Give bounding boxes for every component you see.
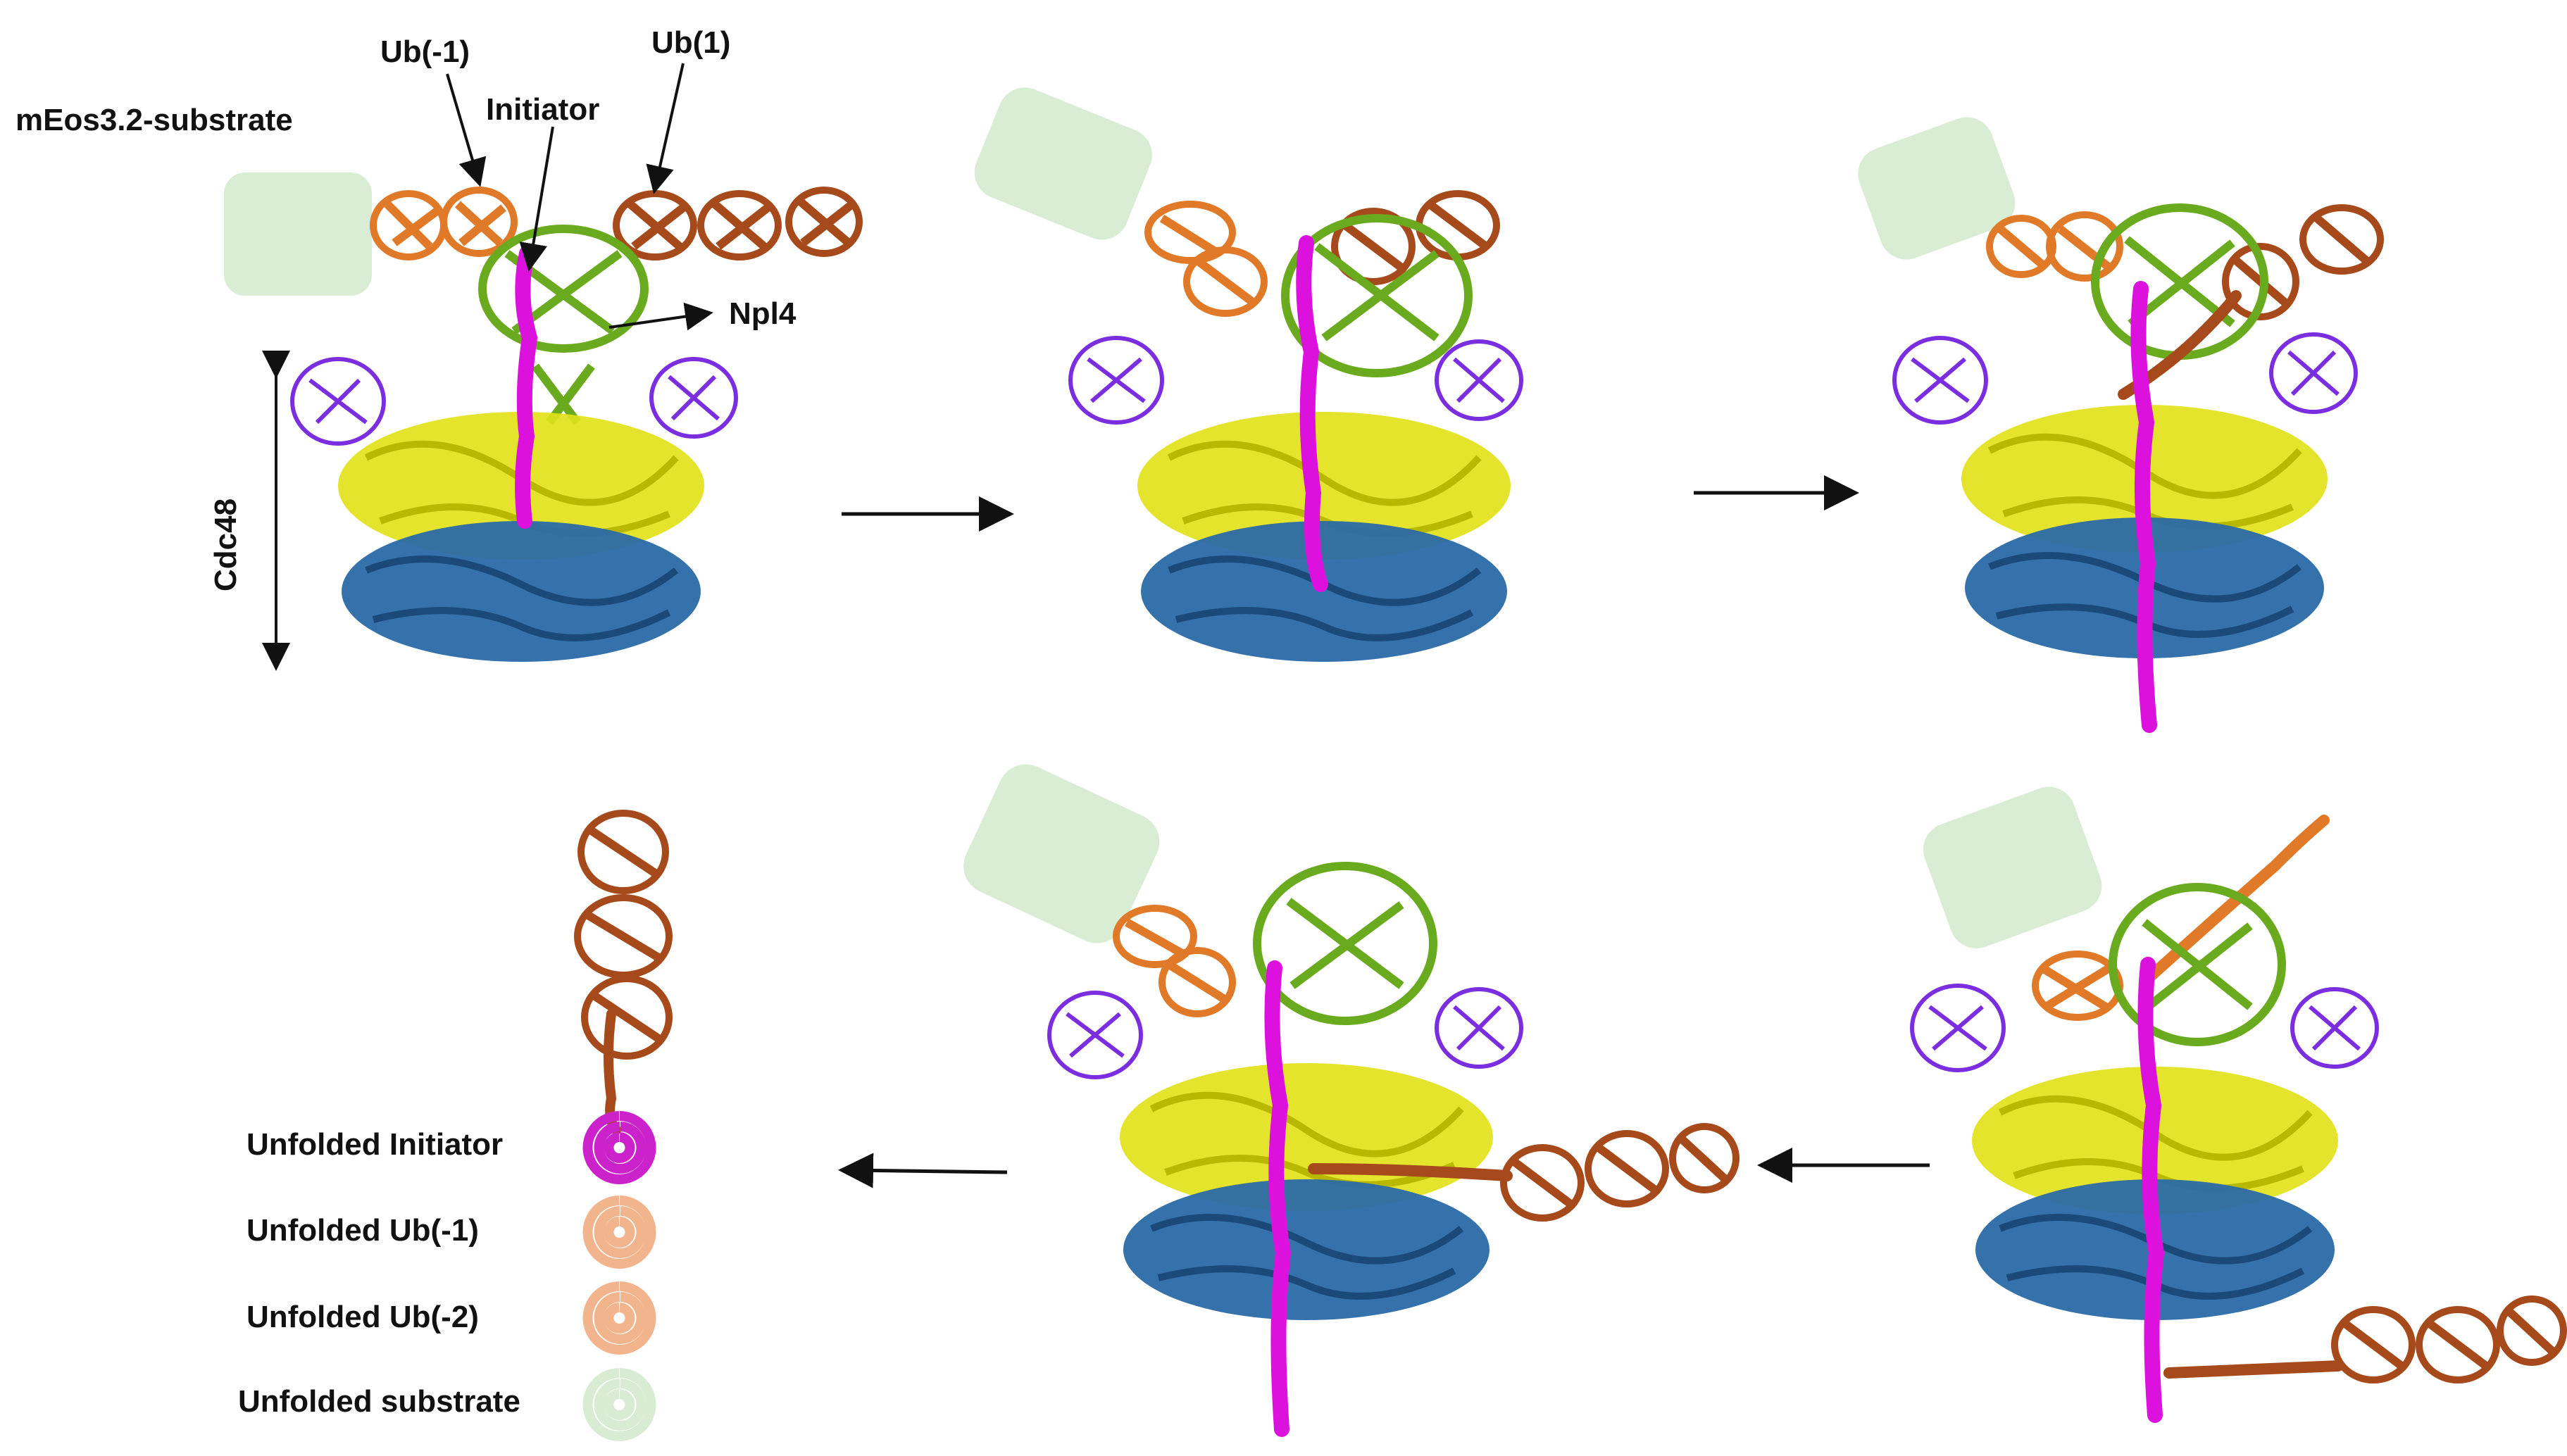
- ub-minus1-pointer: [446, 73, 487, 187]
- ub-minus1-protein: [370, 187, 518, 261]
- step-arrow-4: [838, 1153, 1008, 1188]
- panel-3: [1858, 117, 2384, 733]
- npl4-accessory-right: [2269, 332, 2358, 414]
- ub-plus1-label: Ub(1): [651, 25, 730, 60]
- unfolded-ub-minus1-spiral: [582, 1195, 656, 1269]
- npl4-pointer: [608, 302, 713, 331]
- npl4-accessory-left: [1910, 984, 2006, 1072]
- substrate-box: [1923, 786, 2102, 948]
- unfolded-ub-minus2-spiral: [582, 1281, 656, 1355]
- initiator-label: Initiator: [486, 92, 599, 127]
- unfolded-substrate-spiral: [582, 1368, 656, 1441]
- initiator-chain: [515, 246, 538, 529]
- npl4-accessory-right: [1435, 339, 1523, 421]
- npl4-protein: [478, 225, 649, 425]
- ub-plus1-protein: [613, 187, 863, 261]
- npl4-protein: [1253, 862, 1437, 1025]
- ub-minus1-label: Ub(-1): [380, 34, 470, 69]
- panel-1: mEos3.2-substrate Ub(-1) Initiator Ub(1)…: [15, 25, 863, 671]
- cdc48-d2-ring: [342, 521, 701, 662]
- legend-label-substrate: Unfolded substrate: [238, 1384, 520, 1419]
- substrate-box: [963, 764, 1160, 943]
- initiator-chain: [2130, 281, 2157, 733]
- ub-minus1-protein: [2032, 950, 2123, 1021]
- ub-plus1-linker: [2163, 1360, 2344, 1379]
- substrate-box: [224, 172, 372, 296]
- initiator-chain: [2137, 957, 2165, 1423]
- cdc48-d1-ring: [1137, 412, 1511, 560]
- npl4-protein: [2091, 203, 2268, 360]
- panel-4: [1910, 786, 2567, 1423]
- ub-plus1-linker: [1308, 1163, 1513, 1181]
- npl4-accessory-right: [649, 357, 738, 439]
- panel-2: [974, 87, 1523, 662]
- npl4-accessory-left: [1068, 336, 1164, 425]
- substrate-box: [1858, 117, 2016, 260]
- npl4-accessory-left: [1047, 991, 1143, 1079]
- ub-minus1-protein: [1113, 905, 1236, 1017]
- cdc48-label: Cdc48: [208, 498, 243, 591]
- ub-minus1-protein: [1144, 201, 1268, 317]
- legend-label-ub-minus1: Unfolded Ub(-1): [246, 1213, 479, 1248]
- panel-6: Unfolded Initiator Unfolded Ub(-1) Unfol…: [238, 810, 673, 1441]
- npl4-protein: [2109, 883, 2286, 1046]
- npl4-protein: [1281, 214, 1473, 377]
- initiator-pointer: [519, 126, 554, 272]
- npl4-label: Npl4: [729, 296, 797, 331]
- ub-plus1-protein: [2222, 204, 2384, 320]
- npl4-accessory-left: [1892, 336, 1988, 425]
- npl4-accessory-right: [2290, 987, 2379, 1069]
- ub-plus1-protein: [2331, 1295, 2567, 1383]
- ub-plus1-protein: [1500, 1123, 1740, 1222]
- npl4-accessory-left: [290, 357, 386, 446]
- cdc48-d2-ring: [1141, 521, 1507, 662]
- legend-label-initiator: Unfolded Initiator: [246, 1127, 503, 1162]
- npl4-accessory-right: [1435, 987, 1523, 1069]
- panel-5: [963, 764, 1740, 1437]
- substrate-label: mEos3.2-substrate: [15, 103, 293, 137]
- cdc48-d2-ring: [1123, 1179, 1489, 1320]
- ub-plus1-pointer: [646, 63, 685, 194]
- substrate-box: [974, 87, 1152, 240]
- initiator-chain: [1264, 960, 1292, 1437]
- legend-label-ub-minus2: Unfolded Ub(-2): [246, 1300, 479, 1334]
- initiator-chain: [1296, 235, 1328, 592]
- unfolded-initiator-spiral: [582, 1111, 656, 1184]
- ub-plus1-protein: [574, 810, 673, 1060]
